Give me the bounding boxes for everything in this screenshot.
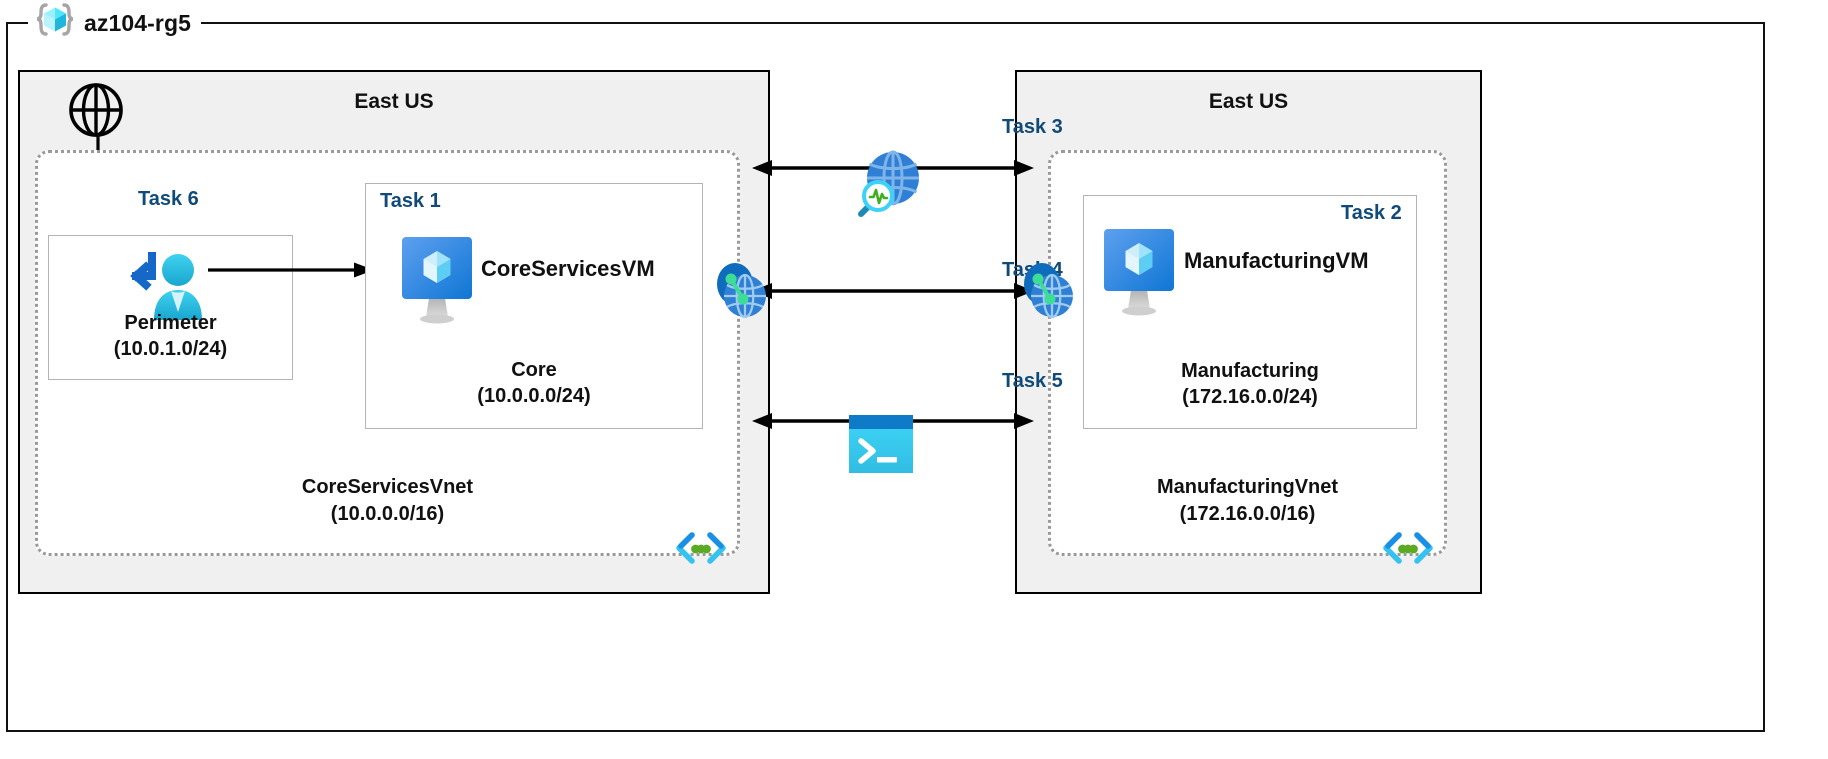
vnet-peering-icon xyxy=(709,258,771,322)
task-label-2: Task 2 xyxy=(1341,202,1402,224)
subnet-manufacturing-cidr: (172.16.0.0/24) xyxy=(1182,386,1318,409)
subnet-perimeter-cidr: (10.0.1.0/24) xyxy=(113,338,228,361)
bastion-user-icon xyxy=(128,250,214,328)
vnet-core-cidr: (10.0.0.0/16) xyxy=(330,502,445,525)
subnet-manufacturing-caption: Manufacturing (172.16.0.0/24) xyxy=(1083,358,1417,411)
vnet-manufacturing-label: ManufacturingVnet (172.16.0.0/16) xyxy=(1051,474,1444,527)
resource-group-header: az104-rg5 xyxy=(28,0,202,46)
resource-group-cube-icon xyxy=(32,0,78,46)
subnet-core xyxy=(365,183,703,429)
virtual-machine-icon xyxy=(1102,227,1176,319)
vnet-peering-icon xyxy=(1016,258,1078,322)
vnet-core-label: CoreServicesVnet (10.0.0.0/16) xyxy=(38,474,737,527)
task-label-6: Task 6 xyxy=(138,188,199,210)
resource-group-frame xyxy=(6,22,1765,732)
connector-task4 xyxy=(752,279,1034,303)
vnet-core-name: CoreServicesVnet xyxy=(301,476,474,499)
subnet-core-cidr: (10.0.0.0/24) xyxy=(477,385,591,408)
subnet-perimeter-caption: Perimeter (10.0.1.0/24) xyxy=(48,310,293,363)
vnet-manufacturing-cidr: (172.16.0.0/16) xyxy=(1179,502,1316,525)
virtual-machine-icon xyxy=(400,235,474,327)
vm-name-core: CoreServicesVM xyxy=(481,256,655,281)
resource-group-name: az104-rg5 xyxy=(84,9,192,36)
subnet-perimeter-name: Perimeter xyxy=(124,312,217,334)
task-label-1: Task 1 xyxy=(380,190,441,212)
network-watcher-globe-magnifier-icon xyxy=(845,148,925,222)
region-title-right: East US xyxy=(1208,90,1289,113)
subnet-core-caption: Core (10.0.0.0/24) xyxy=(365,357,703,410)
vnet-manufacturing-name: ManufacturingVnet xyxy=(1156,476,1339,499)
vm-name-manufacturing: ManufacturingVM xyxy=(1184,248,1369,273)
internet-globe-icon xyxy=(68,82,124,138)
subnet-manufacturing-name: Manufacturing xyxy=(1181,360,1319,382)
region-title-left: East US xyxy=(354,90,434,113)
subnet-core-name: Core xyxy=(511,359,557,381)
vnet-code-brackets-icon xyxy=(1382,529,1434,567)
vnet-code-brackets-icon xyxy=(675,529,727,567)
connector-perimeter-to-core xyxy=(208,258,375,282)
task-label-3: Task 3 xyxy=(1002,116,1063,138)
task-label-5: Task 5 xyxy=(1002,370,1063,392)
cloud-shell-terminal-icon xyxy=(849,415,913,473)
